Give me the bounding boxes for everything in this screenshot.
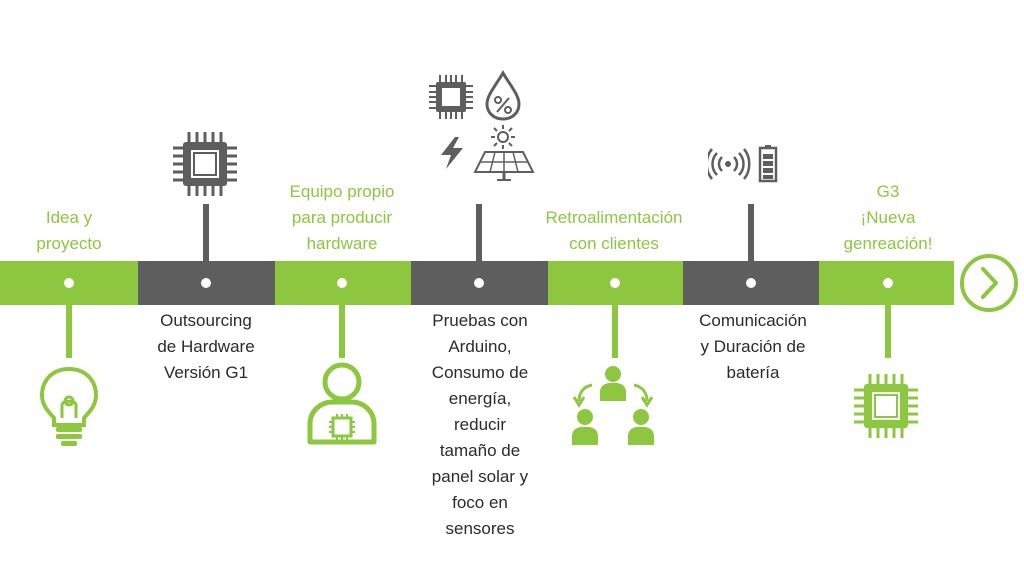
signal-battery-icon <box>708 145 778 183</box>
timeline-dot-6 <box>746 278 756 288</box>
chevron-right-circle-icon[interactable] <box>959 253 1019 313</box>
microchip-icon <box>173 132 237 196</box>
timeline-dot-3 <box>337 278 347 288</box>
humidity-drop-icon <box>485 70 521 121</box>
stage-4-text: Pruebas con Arduino, Consumo de energía,… <box>431 311 529 538</box>
stage-6-label: Comunicación y Duración de batería <box>678 308 828 386</box>
stage-7-label: G3 ¡Nueva genreación! <box>826 179 950 257</box>
stage-5-text: Retroalimentación con clientes <box>545 208 683 253</box>
timeline-dot-1 <box>64 278 74 288</box>
stem-4 <box>476 204 482 261</box>
stage-1-text: Idea y proyecto <box>36 208 102 253</box>
stage-6-text: Comunicación y Duración de batería <box>699 311 807 382</box>
stem-5 <box>612 305 618 358</box>
stage-3-label: Equipo propio para producir hardware <box>265 179 419 257</box>
stem-1 <box>66 305 72 358</box>
solar-panel-icon <box>473 151 535 181</box>
stem-3 <box>339 305 345 358</box>
stage-5-label: Retroalimentación con clientes <box>525 205 703 257</box>
microchip-small-icon <box>429 75 473 119</box>
stage-7-text: G3 ¡Nueva genreación! <box>843 182 933 253</box>
person-chip-icon <box>307 362 377 445</box>
timeline-dot-5 <box>610 278 620 288</box>
stem-7 <box>885 305 891 358</box>
team-feedback-icon <box>572 366 654 445</box>
stem-6 <box>748 204 754 261</box>
stage-1-label: Idea y proyecto <box>9 205 129 257</box>
stage-3-text: Equipo propio para producir hardware <box>289 182 395 253</box>
stage-2-text: Outsourcing de Hardware Versión G1 <box>157 311 255 382</box>
stage-4-label: Pruebas con Arduino, Consumo de energía,… <box>405 308 555 542</box>
lightning-bolt-icon <box>441 137 463 169</box>
timeline-dot-7 <box>883 278 893 288</box>
stem-2 <box>203 204 209 261</box>
timeline-dot-4 <box>474 278 484 288</box>
timeline-dot-2 <box>201 278 211 288</box>
lightbulb-icon <box>39 366 99 446</box>
stage-2-label: Outsourcing de Hardware Versión G1 <box>131 308 281 386</box>
microchip-green-icon <box>854 374 918 438</box>
sun-icon <box>491 125 515 149</box>
